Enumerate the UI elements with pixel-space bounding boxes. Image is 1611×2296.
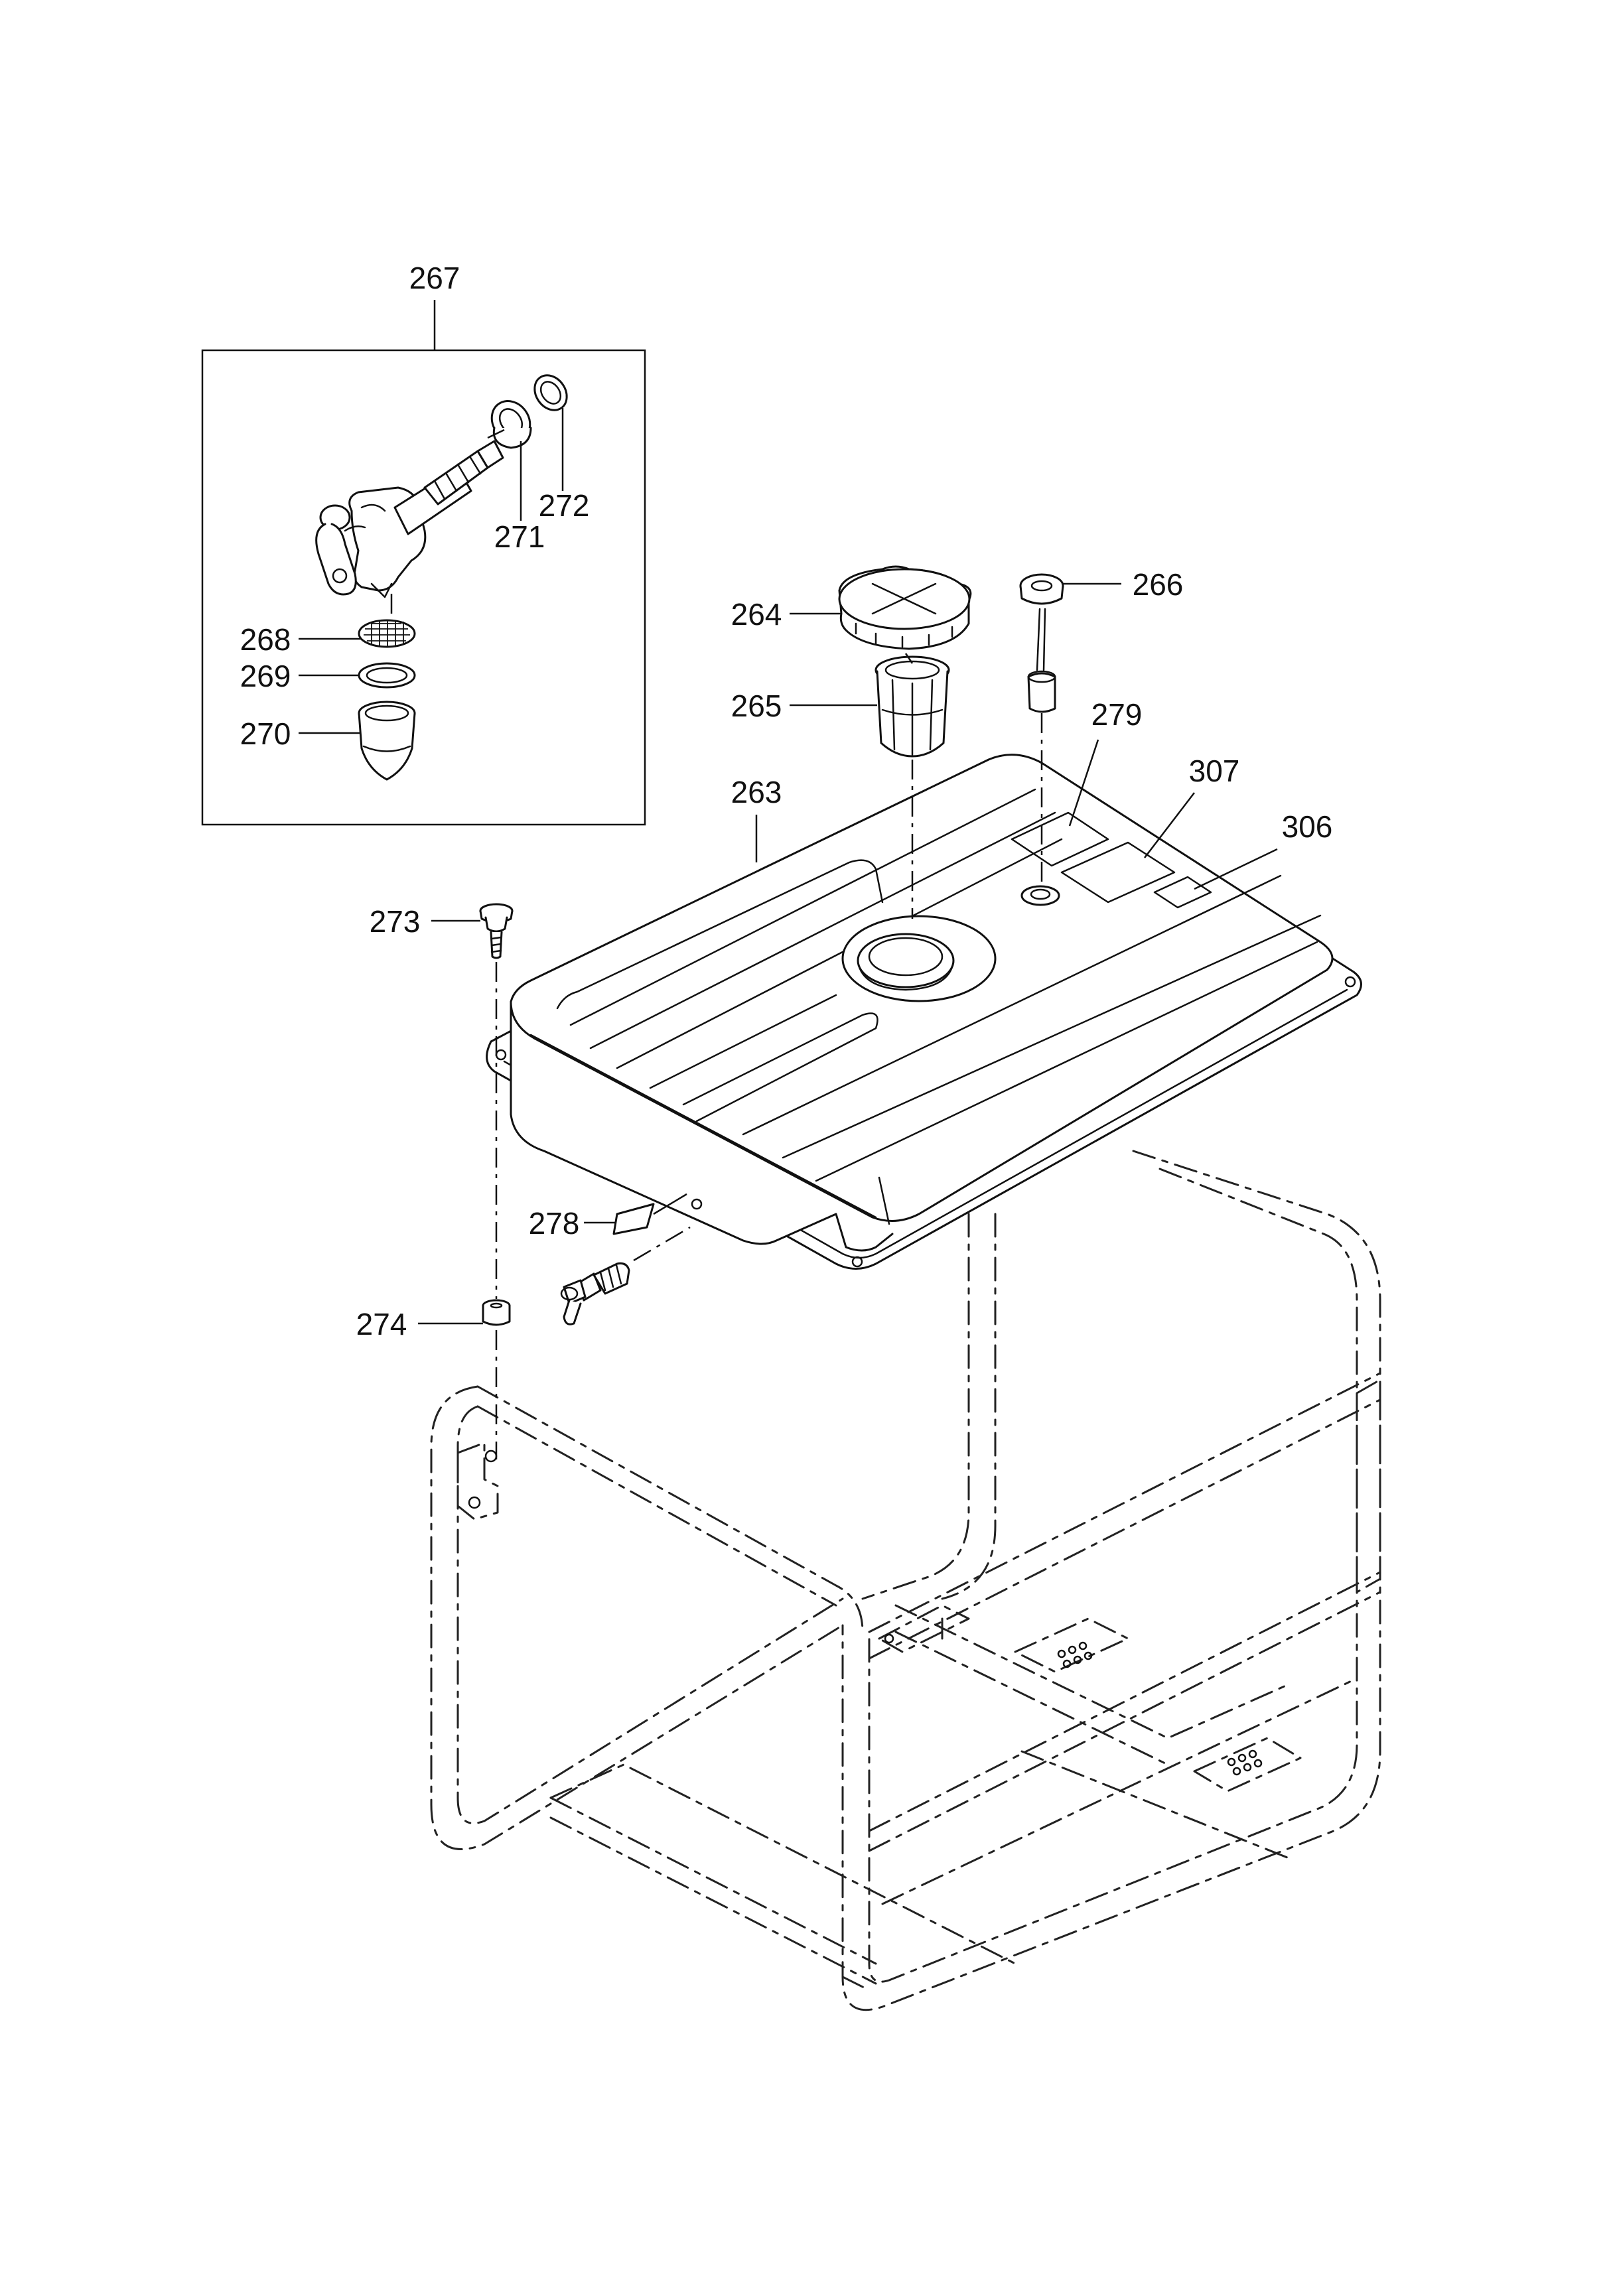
filter-screen-268: [358, 619, 416, 648]
rubber-bushing-274: [482, 1299, 511, 1326]
callout-307: 307: [1189, 754, 1240, 788]
callout-271: 271: [494, 519, 545, 554]
callout-266: 266: [1133, 567, 1184, 602]
filter-cup-270: [358, 701, 416, 781]
callout-265: 265: [731, 689, 782, 723]
drain-cock: [560, 1226, 691, 1325]
callout-306: 306: [1282, 809, 1333, 844]
fuel-strainer: [875, 655, 950, 758]
callout-267: 267: [409, 261, 460, 295]
callout-270: 270: [240, 716, 291, 751]
leader-lines: [299, 408, 1278, 1325]
callout-labels: 267 272 271 268 269 270 264 266 265 279 …: [240, 261, 1333, 1341]
callout-272: 272: [539, 488, 590, 523]
gasket-269: [358, 662, 416, 689]
fuel-cock-assembly: [315, 440, 504, 617]
fuel-gauge: [1019, 573, 1064, 713]
callout-274: 274: [356, 1307, 407, 1341]
callout-269: 269: [240, 659, 291, 693]
callout-279: 279: [1091, 697, 1143, 732]
callout-273: 273: [370, 904, 421, 939]
generator-frame: [430, 1150, 1381, 2011]
flange-bolt-273: [479, 903, 514, 959]
center-axes: [904, 653, 1043, 919]
packing-271: [487, 400, 532, 449]
fuel-tank: [486, 754, 1362, 1270]
fuel-cap: [838, 565, 972, 650]
fuel-cock-assembly-box: [201, 300, 646, 826]
callout-278: 278: [529, 1206, 580, 1241]
caution-label-278: [612, 1193, 687, 1235]
callout-263: 263: [731, 775, 782, 809]
callout-268: 268: [240, 622, 291, 657]
callout-264: 264: [731, 597, 782, 632]
o-ring-272: [533, 374, 568, 411]
